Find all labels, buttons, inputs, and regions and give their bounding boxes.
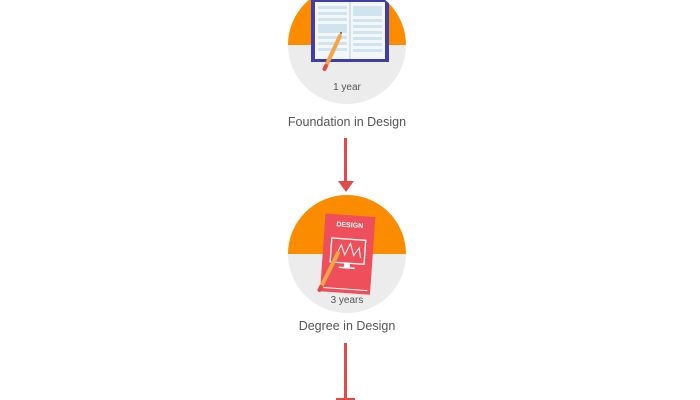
step-2-duration: 3 years (330, 295, 364, 306)
arrow-2-head (336, 398, 355, 400)
step-2-circle: DESIGN 3 years (288, 195, 406, 313)
step-1-circle: 1 year (288, 0, 406, 104)
open-book-icon (311, 0, 389, 71)
arrow-1-head (338, 181, 354, 192)
step-1-title: Foundation in Design (287, 115, 407, 129)
step-2-title: Degree in Design (298, 319, 396, 333)
design-book-icon: DESIGN (317, 213, 376, 295)
arrow-1 (344, 138, 347, 182)
arrow-2 (344, 343, 347, 400)
step-1-duration: 1 year (333, 82, 361, 93)
svg-text:DESIGN: DESIGN (336, 221, 363, 230)
